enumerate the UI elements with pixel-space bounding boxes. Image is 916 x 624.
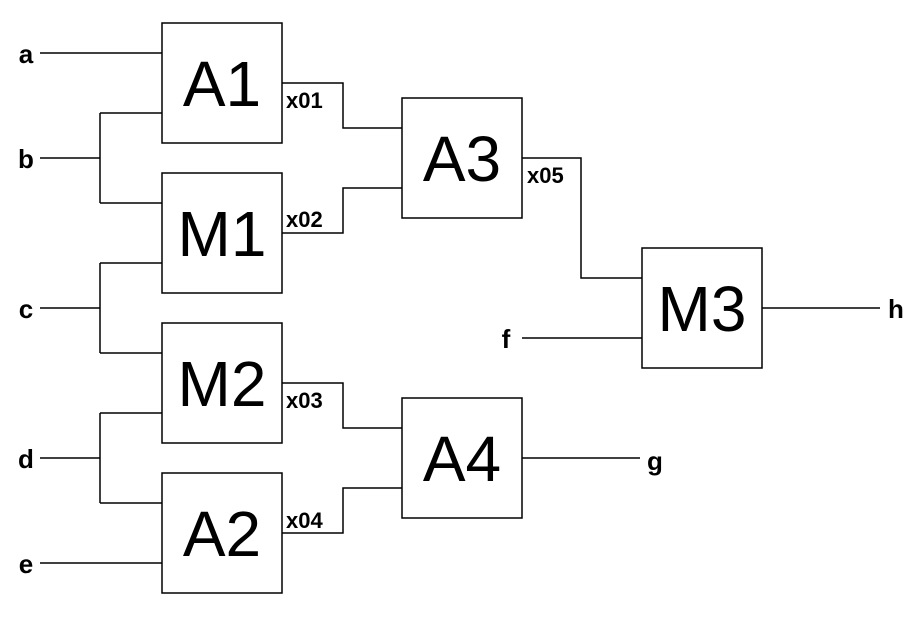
block-A3: A3: [401, 97, 523, 219]
signal-x02-label: x02: [286, 207, 323, 232]
input-d-label: d: [18, 444, 34, 474]
wire-x03: [282, 382, 402, 429]
signal-x05-label: x05: [527, 163, 564, 188]
block-A1-label: A1: [183, 48, 261, 120]
block-A4-label: A4: [423, 423, 501, 495]
input-a-label: a: [19, 39, 34, 69]
wire-x04: [282, 487, 402, 534]
block-A1: A1: [161, 22, 283, 144]
wire-x05: [522, 157, 642, 279]
wire-x01: [282, 82, 402, 129]
block-A4: A4: [401, 397, 523, 519]
wire-x02: [282, 187, 402, 234]
wire-d-split: [40, 412, 162, 504]
block-A3-label: A3: [423, 123, 501, 195]
wire-b-split: [40, 112, 162, 204]
signal-x01-label: x01: [286, 88, 323, 113]
block-M1: M1: [161, 172, 283, 294]
input-c-label: c: [19, 294, 33, 324]
output-h-label: h: [888, 294, 904, 324]
wire-c-split: [40, 262, 162, 354]
block-M2: M2: [161, 322, 283, 444]
input-f-label: f: [502, 324, 511, 354]
input-b-label: b: [18, 144, 34, 174]
block-M3-label: M3: [658, 273, 747, 345]
signal-x03-label: x03: [286, 388, 323, 413]
block-M3: M3: [641, 247, 763, 369]
signal-x04-label: x04: [286, 508, 323, 533]
output-g-label: g: [647, 446, 663, 476]
input-e-label: e: [19, 549, 33, 579]
block-A2-label: A2: [183, 498, 261, 570]
block-M2-label: M2: [178, 348, 267, 420]
block-A2: A2: [161, 472, 283, 594]
block-M1-label: M1: [178, 198, 267, 270]
wires: [40, 52, 880, 564]
